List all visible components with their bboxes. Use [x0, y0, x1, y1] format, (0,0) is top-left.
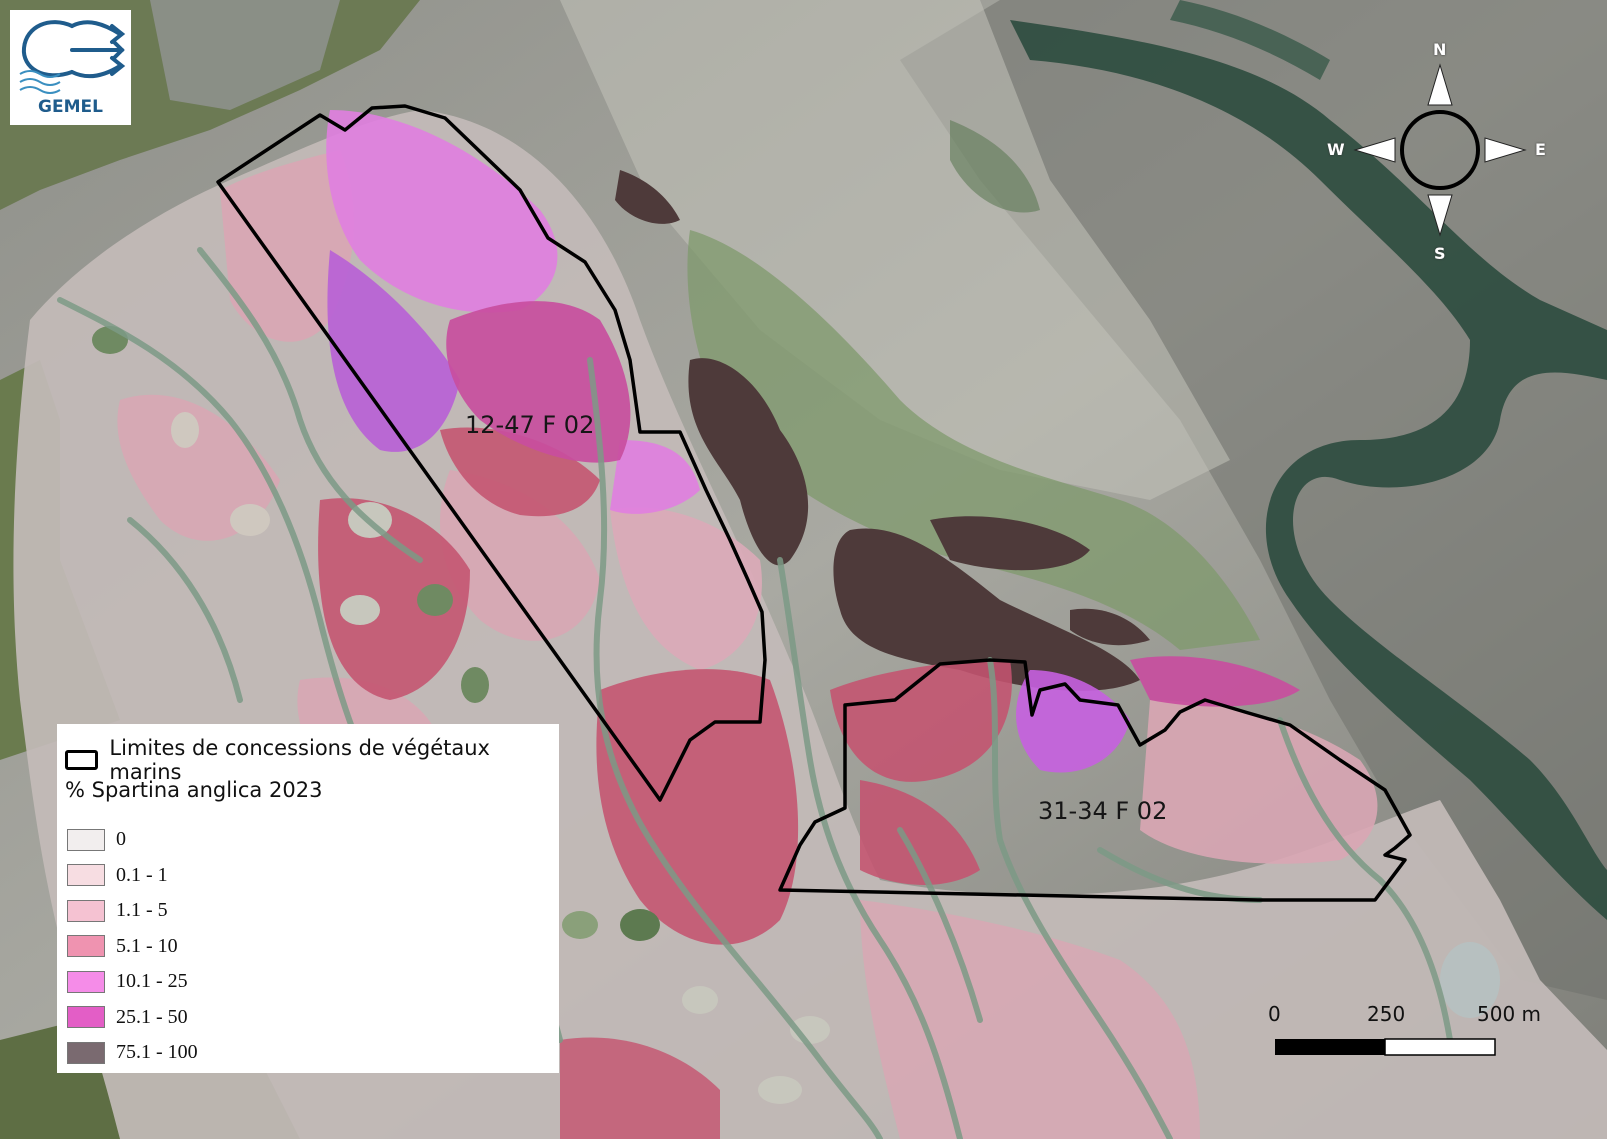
legend-item-label: 10.1 - 25 — [116, 970, 188, 993]
secondary-channel — [1170, 0, 1330, 80]
legend-swatch — [67, 1041, 105, 1064]
marsh-class-10-25 — [326, 110, 558, 313]
concession-label: 31-34 F 02 — [1038, 797, 1168, 825]
salt-pond — [230, 504, 270, 536]
marsh-class-25-50 — [446, 301, 631, 463]
marsh-class-1-5 — [117, 394, 280, 541]
scale-label-0: 0 — [1268, 1002, 1281, 1026]
marsh-class-5-10 — [830, 660, 1012, 782]
legend-concession-entry: Limites de concessions de végétaux marin… — [65, 736, 559, 784]
legend-item: 5.1 - 10 — [67, 929, 198, 965]
logo-text: GEMEL — [38, 97, 103, 117]
marsh-class-1-5 — [440, 470, 600, 641]
legend-swatch — [67, 935, 105, 958]
compass-east: E — [1535, 140, 1546, 159]
legend-item: 25.1 - 50 — [67, 1000, 198, 1036]
legend-item-label: 75.1 - 100 — [116, 1041, 198, 1064]
concession-boundary-31-34 — [778, 658, 1412, 902]
legend-item: 0 — [67, 822, 198, 858]
marsh-class-1-5 — [1140, 700, 1378, 864]
legend-swatch — [67, 864, 105, 887]
marsh-class-5-10 — [596, 669, 799, 945]
legend-swatch — [67, 828, 105, 851]
dense-spartina-patch — [688, 358, 809, 566]
vegetation-patch — [687, 230, 1260, 650]
legend-swatch — [67, 899, 105, 922]
marsh-class-5-10 — [560, 1037, 720, 1139]
wave-arrows-icon — [19, 20, 126, 94]
compass-west: W — [1327, 140, 1345, 159]
legend-item-label: 1.1 - 5 — [116, 899, 168, 922]
legend-item-label: 5.1 - 10 — [116, 934, 178, 957]
legend-classes: 0 0.1 - 1 1.1 - 5 5.1 - 10 10.1 - 25 25.1 - 5… — [67, 822, 198, 1071]
salt-pond — [758, 1076, 802, 1104]
salt-pond — [682, 986, 718, 1014]
marsh-class-10-25 — [1016, 670, 1130, 773]
marsh-class-5-10 — [440, 427, 600, 517]
compass-south: S — [1434, 244, 1446, 263]
compass-rose — [1353, 63, 1527, 237]
marsh-class-5-10 — [318, 498, 470, 700]
gemel-logo: GEMEL — [10, 10, 131, 125]
dense-spartina-patch — [615, 170, 680, 224]
legend-item: 0.1 - 1 — [67, 858, 198, 894]
tidal-flat-light — [560, 0, 1230, 500]
scale-label-500: 500 m — [1477, 1002, 1542, 1026]
concession-boundary-12-47 — [216, 104, 767, 802]
legend-item-label: 25.1 - 50 — [116, 1005, 188, 1028]
scale-bar — [1275, 1038, 1496, 1056]
legend-swatch — [67, 970, 105, 993]
salt-pond — [1440, 942, 1500, 1018]
legend-item: 1.1 - 5 — [67, 893, 198, 929]
salt-pond — [562, 911, 598, 939]
legend-concession-symbol — [65, 750, 99, 770]
salt-pond — [461, 667, 489, 703]
marsh-class-5-10 — [860, 780, 980, 885]
marsh-class-1-5 — [220, 150, 354, 342]
marsh-class-10-25 — [327, 250, 460, 452]
concession-label: 12-47 F 02 — [465, 411, 595, 439]
salt-pond — [417, 584, 453, 616]
salt-pond — [171, 412, 199, 448]
dense-spartina-patch — [1070, 608, 1150, 646]
marsh-class-25-50 — [1130, 656, 1300, 707]
legend-concession-label: Limites de concessions de végétaux marin… — [109, 736, 490, 784]
map-legend: Limites de concessions de végétaux marin… — [57, 724, 559, 1073]
dense-spartina-patch — [930, 516, 1090, 571]
compass-north: N — [1433, 40, 1447, 59]
legend-item: 10.1 - 25 — [67, 964, 198, 1000]
salt-pond — [620, 909, 660, 941]
legend-swatch — [67, 1006, 105, 1029]
legend-item-label: 0 — [116, 828, 126, 851]
dense-spartina-patch — [833, 528, 1140, 691]
legend-item: 75.1 - 100 — [67, 1035, 198, 1071]
legend-title: % Spartina anglica 2023 — [65, 778, 323, 802]
salt-pond — [340, 595, 380, 625]
marsh-class-1-5 — [610, 507, 762, 670]
main-channel — [1010, 20, 1607, 920]
scale-label-250: 250 — [1367, 1002, 1406, 1026]
marsh-class-10-25 — [610, 440, 700, 514]
legend-item-label: 0.1 - 1 — [116, 863, 168, 886]
village — [150, 0, 340, 110]
vegetation-patch-2 — [950, 120, 1040, 213]
